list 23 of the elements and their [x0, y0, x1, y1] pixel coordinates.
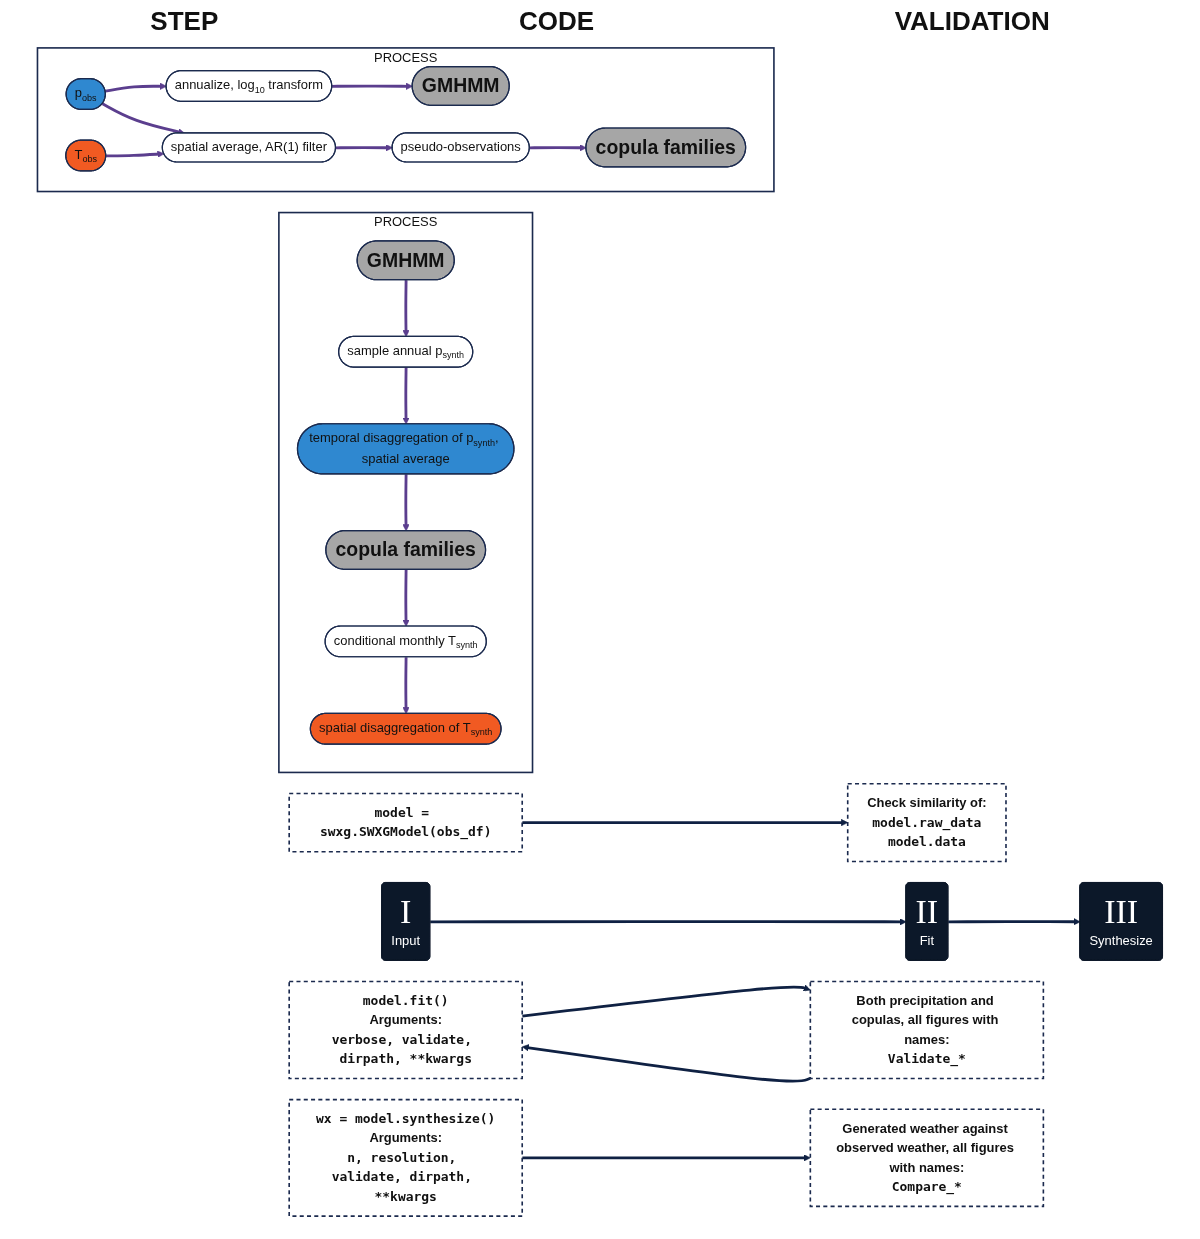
arrow: [402, 367, 410, 425]
arrow: [402, 474, 410, 532]
arrow: [402, 657, 410, 715]
node-box: model.fit() Arguments: verbose, validate, dirpath, **kwargs: [288, 980, 524, 1080]
node-box: model = swxg.SWXGModel(obs_df): [288, 792, 524, 853]
column-heading: VALIDATION: [894, 6, 1050, 37]
arrow: [106, 150, 165, 158]
arrow: [332, 82, 413, 90]
column-heading: STEP: [150, 6, 219, 37]
arrow: [522, 1154, 811, 1162]
arrow: [430, 918, 907, 926]
node-box: Generated weather against observed weather, all figures with names: Compare_*: [809, 1108, 1045, 1208]
arrow: [402, 280, 410, 338]
arrow: [948, 918, 1081, 926]
arrow: [522, 984, 811, 1018]
arrow: [105, 82, 167, 93]
node-box: Check similarity of: model.raw_data model.data: [846, 782, 1007, 863]
node-box: Both precipitation and copulas, all figures with names: Validate_*: [809, 980, 1045, 1080]
column-heading: CODE: [518, 6, 594, 37]
arrow: [402, 569, 410, 627]
arrow: [529, 144, 587, 152]
arrow: [335, 144, 393, 152]
node-box: wx = model.synthesize() Arguments: n, resolution, validate, dirpath, **kwargs: [288, 1098, 524, 1217]
